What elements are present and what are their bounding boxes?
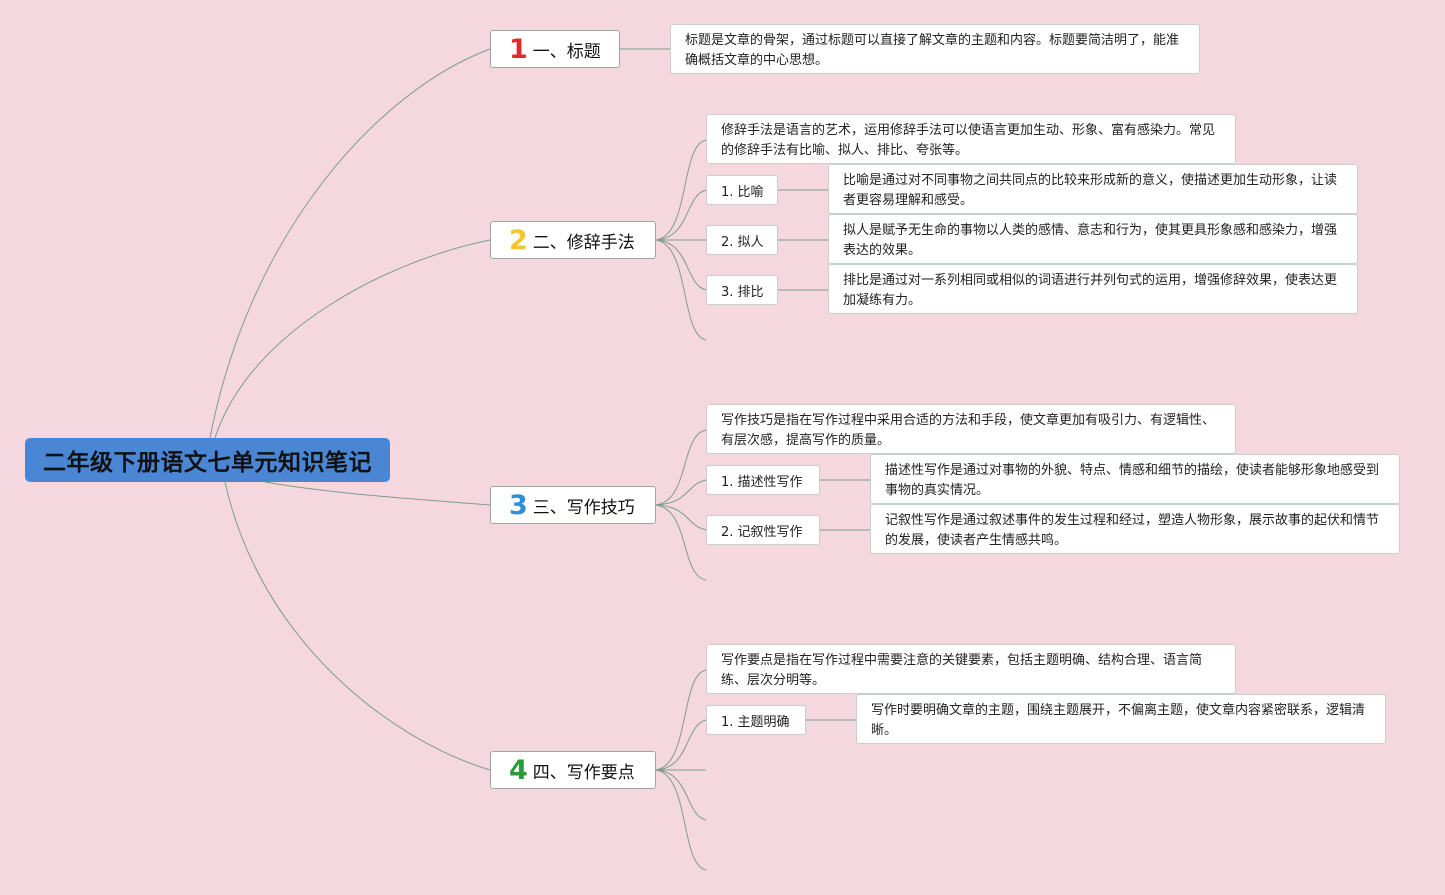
subtopic-clear-theme-note[interactable]: 写作时要明确文章的主题，围绕主题展开，不偏离主题，使文章内容紧密联系，逻辑清晰。 xyxy=(856,694,1386,744)
subtopic-clear-theme[interactable]: 1. 主题明确 xyxy=(706,705,806,735)
link-branch3-sub1 xyxy=(655,479,707,506)
link-branch3-desc xyxy=(655,429,707,506)
link-branch2-stub xyxy=(655,239,707,341)
branch-writing-skills[interactable]: 3 三、写作技巧 xyxy=(490,486,656,524)
subtopic-metaphor[interactable]: 1. 比喻 xyxy=(706,175,778,205)
link-root-branch-2 xyxy=(214,239,491,439)
number-three-icon: 3 xyxy=(509,489,528,521)
root-topic[interactable]: 二年级下册语文七单元知识笔记 xyxy=(25,438,390,482)
link-branch4-stub3 xyxy=(655,769,707,871)
subtopic-parallelism[interactable]: 3. 排比 xyxy=(706,275,778,305)
branch-label: 四、写作要点 xyxy=(532,762,635,783)
branch-writing-points-note[interactable]: 写作要点是指在写作过程中需要注意的关键要素，包括主题明确、结构合理、语言简练、层… xyxy=(706,644,1236,694)
link-branch4-desc xyxy=(655,669,707,771)
subtopic-metaphor-note[interactable]: 比喻是通过对不同事物之间共同点的比较来形成新的意义，使描述更加生动形象，让读者更… xyxy=(828,164,1358,214)
subtopic-narrative-writing[interactable]: 2. 记叙性写作 xyxy=(706,515,820,545)
link-branch4-stub2 xyxy=(655,769,707,821)
branch-rhetoric[interactable]: 2 二、修辞手法 xyxy=(490,221,656,259)
number-two-icon: 2 xyxy=(509,224,528,256)
number-one-icon: 1 xyxy=(509,33,528,65)
link-branch2-sub1 xyxy=(655,189,707,241)
subtopic-personification[interactable]: 2. 拟人 xyxy=(706,225,778,255)
subtopic-narrative-writing-note[interactable]: 记叙性写作是通过叙述事件的发生过程和经过，塑造人物形象，展示故事的起伏和情节的发… xyxy=(870,504,1400,554)
link-branch2-desc xyxy=(655,139,707,241)
branch-label: 三、写作技巧 xyxy=(532,497,635,518)
link-root-branch-4 xyxy=(224,481,491,771)
number-four-icon: 4 xyxy=(509,754,528,786)
link-branch4-sub1 xyxy=(655,719,707,771)
subtopic-parallelism-note[interactable]: 排比是通过对一系列相同或相似的词语进行并列句式的运用，增强修辞效果，使表达更加凝… xyxy=(828,264,1358,314)
subtopic-descriptive-writing-note[interactable]: 描述性写作是通过对事物的外貌、特点、情感和细节的描绘，使读者能够形象地感受到事物… xyxy=(870,454,1400,504)
branch-writing-skills-note[interactable]: 写作技巧是指在写作过程中采用合适的方法和手段，使文章更加有吸引力、有逻辑性、有层… xyxy=(706,404,1236,454)
link-branch3-sub2 xyxy=(655,504,707,531)
branch-title-note[interactable]: 标题是文章的骨架，通过标题可以直接了解文章的主题和内容。标题要简洁明了，能准确概… xyxy=(670,24,1200,74)
subtopic-descriptive-writing[interactable]: 1. 描述性写作 xyxy=(706,465,820,495)
branch-title[interactable]: 1 一、标题 xyxy=(490,30,620,68)
branch-label: 一、标题 xyxy=(532,41,601,62)
link-root-branch-3 xyxy=(264,481,491,506)
link-branch3-stub xyxy=(655,504,707,581)
branch-rhetoric-note[interactable]: 修辞手法是语言的艺术，运用修辞手法可以使语言更加生动、形象、富有感染力。常见的修… xyxy=(706,114,1236,164)
branch-writing-points[interactable]: 4 四、写作要点 xyxy=(490,751,656,789)
subtopic-personification-note[interactable]: 拟人是赋予无生命的事物以人类的感情、意志和行为，使其更具形象感和感染力，增强表达… xyxy=(828,214,1358,264)
link-branch2-sub3 xyxy=(655,239,707,291)
branch-label: 二、修辞手法 xyxy=(532,232,635,253)
link-root-branch-1 xyxy=(209,48,491,439)
